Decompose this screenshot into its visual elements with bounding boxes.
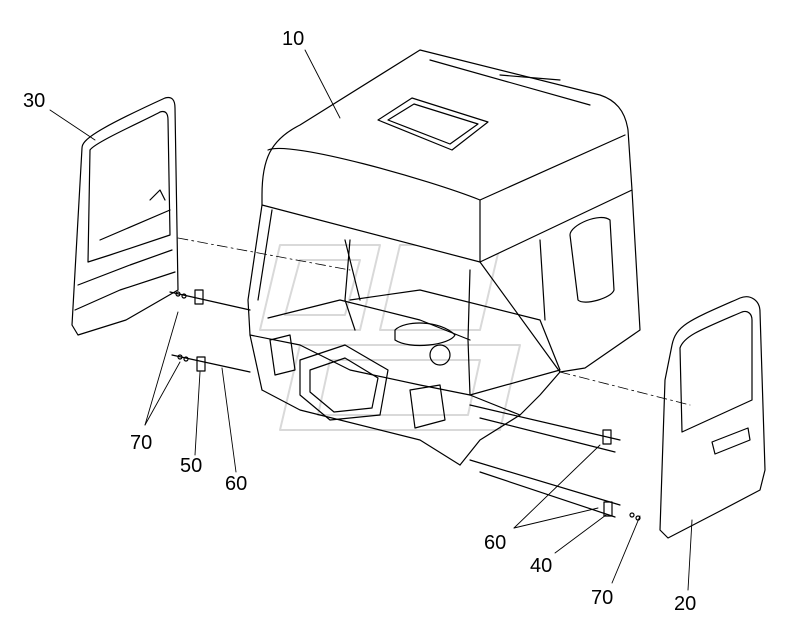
callout-left-bolt: 70 bbox=[130, 432, 153, 454]
cab-body bbox=[247, 49, 641, 466]
leader-lines bbox=[49, 49, 693, 591]
right-hinge-parts bbox=[469, 404, 641, 521]
callout-right-hinge: 40 bbox=[530, 555, 553, 577]
callout-left-pin: 60 bbox=[225, 473, 248, 495]
callout-left-hinge: 50 bbox=[180, 455, 203, 477]
left-door bbox=[71, 96, 179, 336]
assembly-centerlines bbox=[177, 237, 691, 406]
watermark-logo bbox=[259, 244, 521, 431]
callout-right-pin: 60 bbox=[484, 532, 507, 554]
right-door bbox=[659, 296, 766, 539]
left-hinge-parts bbox=[169, 289, 251, 373]
callout-left-door: 30 bbox=[23, 90, 46, 112]
callout-cab: 10 bbox=[282, 28, 305, 50]
callout-right-door: 20 bbox=[674, 593, 697, 615]
callout-right-bolt: 70 bbox=[591, 587, 614, 609]
